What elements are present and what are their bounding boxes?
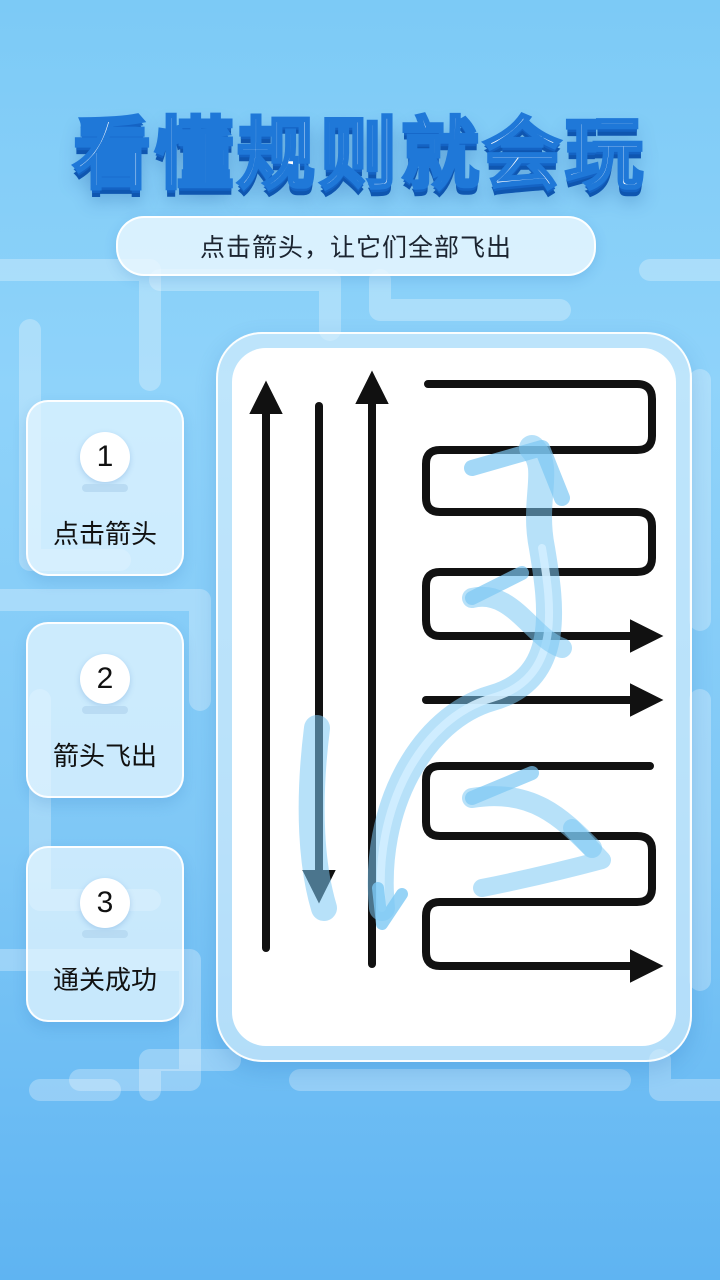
motion-trail-icon xyxy=(298,435,611,930)
step-label: 通关成功 xyxy=(52,966,157,996)
puzzle-board xyxy=(216,332,692,1062)
badge-stand xyxy=(82,930,128,938)
step-label: 箭头飞出 xyxy=(52,742,157,772)
puzzle-board-inner xyxy=(232,348,676,1046)
arrow-puzzle xyxy=(249,370,664,983)
badge-stand xyxy=(82,706,128,714)
step-card-2: 2 箭头飞出 xyxy=(26,622,184,798)
step-label: 点击箭头 xyxy=(52,520,157,550)
step-card-1: 1 点击箭头 xyxy=(26,400,184,576)
page-title: 看懂规则就会玩 xyxy=(71,109,647,202)
step-card-3: 3 通关成功 xyxy=(26,846,184,1022)
step-number-badge: 3 xyxy=(80,878,130,928)
subtitle-pill: 点击箭头，让它们全部飞出 xyxy=(116,216,596,276)
step-number-badge: 1 xyxy=(80,432,130,482)
step-number-badge: 2 xyxy=(80,654,130,704)
arrow-zigzag-bottom[interactable] xyxy=(422,762,664,983)
subtitle-text: 点击箭头，让它们全部飞出 xyxy=(199,233,512,262)
badge-stand xyxy=(82,484,128,492)
